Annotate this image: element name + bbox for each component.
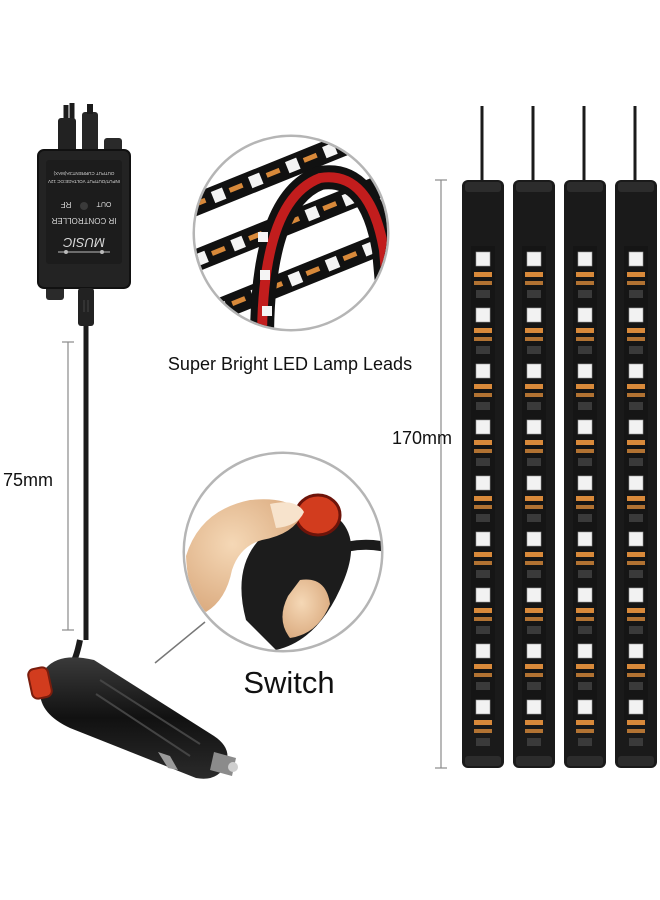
- switch-label: Switch: [243, 665, 334, 700]
- plug-power-switch: [27, 666, 53, 700]
- led-chip: [526, 419, 542, 435]
- led-chip: [475, 363, 491, 379]
- led-chip: [526, 531, 542, 547]
- led-resistor: [576, 552, 594, 557]
- led-chip: [475, 699, 491, 715]
- led-chip: [526, 699, 542, 715]
- led-chip: [526, 251, 542, 267]
- led-chip: [577, 531, 593, 547]
- led-chip: [628, 419, 644, 435]
- leads-label: Super Bright LED Lamp Leads: [168, 354, 412, 374]
- led-chip: [628, 531, 644, 547]
- led-resistor: [525, 440, 543, 445]
- controller-brand: MUSIC: [62, 235, 105, 250]
- led-resistor: [627, 552, 645, 557]
- cord-length-label: 75mm: [3, 470, 53, 490]
- controller-fine-print-1: INPUT/OUTPUT VOLTAGE:DC 12V: [48, 179, 120, 184]
- led-resistor: [525, 328, 543, 333]
- led-resistor: [576, 664, 594, 669]
- led-resistor: [576, 328, 594, 333]
- led-chip: [475, 475, 491, 491]
- led-chip: [526, 587, 542, 603]
- controller-line3: OUT: [96, 200, 112, 207]
- led-resistor: [474, 664, 492, 669]
- led-strip: [462, 106, 504, 768]
- led-chip: [526, 363, 542, 379]
- led-resistor: [525, 608, 543, 613]
- cord-dimension-line: [62, 341, 74, 631]
- ir-receiver-dot: [80, 202, 88, 210]
- switch-inset: [154, 451, 384, 664]
- led-resistor: [474, 384, 492, 389]
- led-chip: [526, 643, 542, 659]
- led-chip: [628, 475, 644, 491]
- led-chip: [628, 363, 644, 379]
- led-chip: [577, 419, 593, 435]
- led-resistor: [627, 272, 645, 277]
- led-resistor: [474, 496, 492, 501]
- led-resistor: [474, 272, 492, 277]
- led-resistor: [627, 496, 645, 501]
- led-chip: [628, 643, 644, 659]
- led-chip: [475, 587, 491, 603]
- led-chip: [628, 699, 644, 715]
- cigarette-lighter-plug: [27, 639, 238, 779]
- led-chip: [577, 699, 593, 715]
- led-chip: [475, 251, 491, 267]
- led-resistor: [576, 608, 594, 613]
- led-resistor: [474, 720, 492, 725]
- led-chip: [475, 531, 491, 547]
- led-resistor: [576, 272, 594, 277]
- led-chip: [526, 475, 542, 491]
- controller-line1: IR CONTROLLER: [51, 216, 116, 225]
- led-resistor: [627, 720, 645, 725]
- led-chip: [526, 307, 542, 323]
- led-resistor: [627, 440, 645, 445]
- led-resistor: [525, 664, 543, 669]
- led-strip: [564, 106, 606, 768]
- led-resistor: [627, 664, 645, 669]
- led-resistor: [576, 384, 594, 389]
- controller-assembly: MUSIC IR CONTROLLER RF OUT INPUT/OUTPUT …: [37, 103, 131, 640]
- led-strips: [462, 106, 657, 768]
- led-chip: [475, 643, 491, 659]
- led-resistor: [525, 496, 543, 501]
- led-chip: [628, 587, 644, 603]
- strip-length-label: 170mm: [392, 428, 452, 448]
- led-chip: [475, 307, 491, 323]
- strip-dimension-line: [435, 179, 447, 769]
- controller-fine-print-2: OUTPUT CURRENT:3A(MAX): [53, 171, 114, 176]
- led-resistor: [474, 328, 492, 333]
- led-chip: [577, 251, 593, 267]
- led-chip: [475, 419, 491, 435]
- led-strip: [513, 106, 555, 768]
- led-chip: [577, 587, 593, 603]
- led-resistor: [525, 272, 543, 277]
- led-resistor: [474, 608, 492, 613]
- controller-line2: RF: [61, 200, 72, 209]
- led-chip: [577, 363, 593, 379]
- led-chip: [628, 251, 644, 267]
- led-resistor: [576, 720, 594, 725]
- led-chip: [628, 307, 644, 323]
- led-resistor: [576, 496, 594, 501]
- led-chip: [577, 307, 593, 323]
- led-resistor: [525, 384, 543, 389]
- led-resistor: [525, 552, 543, 557]
- led-resistor: [576, 440, 594, 445]
- led-strip: [615, 106, 657, 768]
- led-resistor: [627, 328, 645, 333]
- led-resistor: [627, 608, 645, 613]
- led-resistor: [474, 552, 492, 557]
- led-resistor: [525, 720, 543, 725]
- led-chip: [577, 475, 593, 491]
- led-resistor: [474, 440, 492, 445]
- led-resistor: [627, 384, 645, 389]
- led-leads-inset: [192, 134, 390, 332]
- led-chip: [577, 643, 593, 659]
